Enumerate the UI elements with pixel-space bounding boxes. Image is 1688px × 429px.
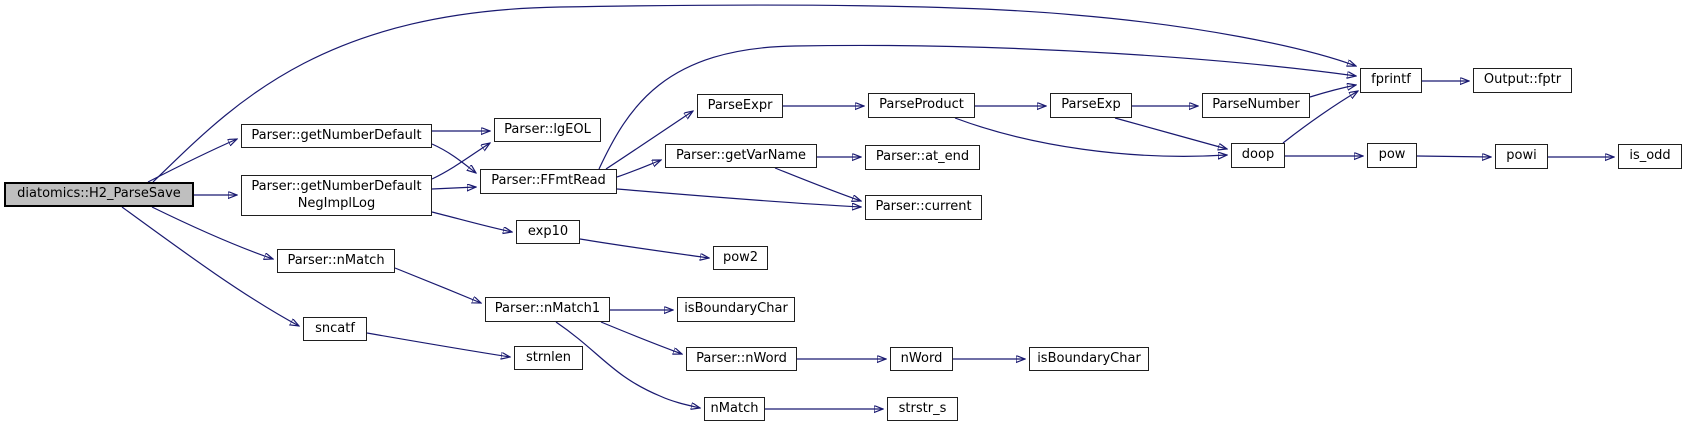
node-parser-current[interactable]: Parser::current: [865, 195, 982, 220]
edge-sncatf-to-strnlen: [366, 332, 510, 357]
edge-parsenumber-to-fprintf: [1309, 85, 1356, 98]
edge-ffmtread-to-current: [616, 188, 861, 207]
node-getnumberdefault[interactable]: Parser::getNumberDefault: [241, 124, 432, 148]
edge-h2parsesave-to-getnumberdefault: [147, 139, 237, 183]
edge-parseproduct-to-doop: [954, 117, 1227, 156]
node-h2-parsesave: diatomics::H2_ParseSave: [4, 182, 194, 207]
node-parsenumber[interactable]: ParseNumber: [1202, 93, 1310, 118]
edge-ffmtread-to-getvarname: [616, 160, 661, 178]
node-parseexpr[interactable]: ParseExpr: [697, 94, 783, 118]
node-strnlen[interactable]: strnlen: [514, 346, 583, 370]
node-output-fptr[interactable]: Output::fptr: [1473, 68, 1572, 93]
edge-pow-to-powi: [1416, 156, 1491, 157]
node-parseexp[interactable]: ParseExp: [1050, 93, 1132, 118]
node-getnumberdefault-negimpllog[interactable]: Parser::getNumberDefault NegImplLog: [241, 175, 432, 216]
edge-parseexp-to-doop: [1114, 117, 1227, 149]
node-strstr-s[interactable]: strstr_s: [887, 397, 958, 421]
node-isboundarychar-1[interactable]: isBoundaryChar: [677, 297, 795, 322]
edge-parser-nmatch-to-nmatch1: [394, 267, 481, 303]
node-powi[interactable]: powi: [1495, 144, 1548, 169]
node-pow[interactable]: pow: [1367, 143, 1417, 168]
edge-getnumberdefault-to-ffmtread: [431, 143, 476, 173]
node-parser-nword[interactable]: Parser::nWord: [686, 347, 797, 371]
node-parser-nmatch1[interactable]: Parser::nMatch1: [485, 297, 610, 322]
node-nmatch[interactable]: nMatch: [704, 397, 765, 421]
node-exp10[interactable]: exp10: [516, 220, 580, 244]
edge-exp10-to-pow2: [579, 238, 709, 258]
node-sncatf[interactable]: sncatf: [303, 317, 367, 341]
node-nword[interactable]: nWord: [890, 347, 953, 371]
node-parser-nmatch[interactable]: Parser::nMatch: [277, 249, 395, 273]
node-parser-ffmtread[interactable]: Parser::FFmtRead: [480, 169, 617, 194]
edge-negimpllog-to-exp10: [431, 211, 512, 232]
node-isboundarychar-2[interactable]: isBoundaryChar: [1029, 347, 1149, 371]
node-pow2[interactable]: pow2: [713, 246, 768, 270]
edge-getvarname-to-current: [774, 167, 861, 201]
node-fprintf[interactable]: fprintf: [1360, 68, 1422, 93]
node-doop[interactable]: doop: [1231, 143, 1285, 168]
node-parseproduct[interactable]: ParseProduct: [868, 93, 975, 118]
edge-nmatch1-to-parser-nword: [600, 321, 682, 354]
node-parser-at-end[interactable]: Parser::at_end: [865, 145, 980, 170]
edge-negimpllog-to-ffmtread: [431, 187, 476, 189]
node-parser-lgeol[interactable]: Parser::lgEOL: [494, 118, 601, 142]
edge-h2parsesave-to-sncatf: [121, 206, 299, 326]
node-parser-getvarname[interactable]: Parser::getVarName: [665, 144, 817, 168]
node-is-odd[interactable]: is_odd: [1618, 144, 1682, 169]
